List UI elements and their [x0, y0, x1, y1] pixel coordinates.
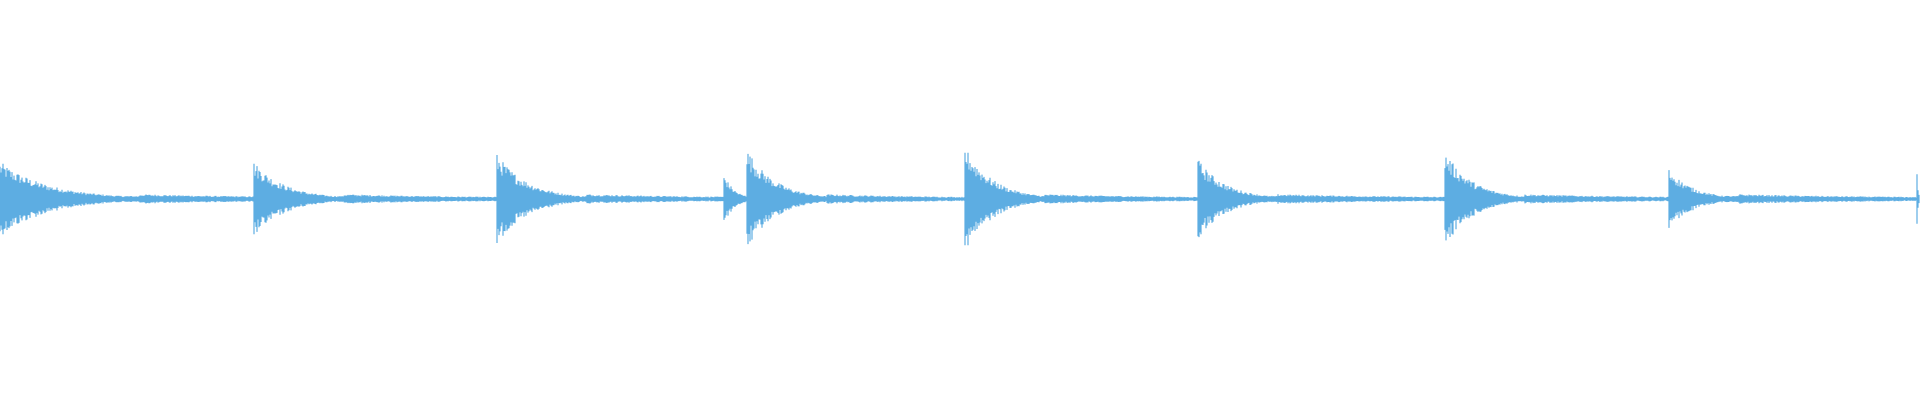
waveform-path [0, 152, 1920, 246]
